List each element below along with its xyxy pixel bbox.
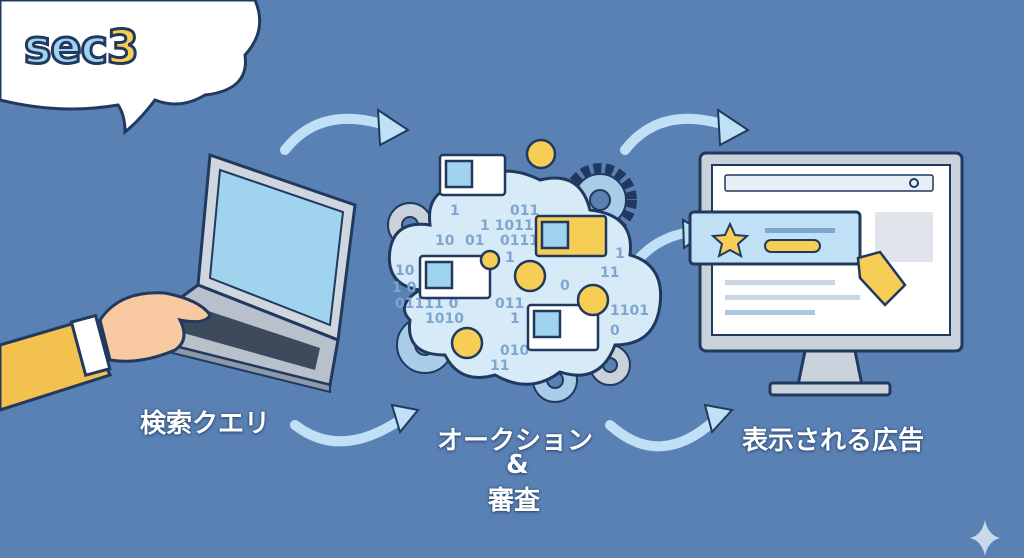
arrow-icon <box>620 113 730 155</box>
svg-text:1: 1 <box>505 250 515 266</box>
svg-text:1010: 1010 <box>425 311 464 327</box>
label-auction: オークション <box>437 426 594 456</box>
star-icon <box>710 221 750 258</box>
svg-text:10: 10 <box>435 233 455 249</box>
flow-arrows <box>280 113 730 452</box>
label-search-query: 検索クエリ <box>140 409 271 439</box>
monitor <box>688 151 964 397</box>
svg-text:1101: 1101 <box>610 303 649 319</box>
svg-text:1: 1 <box>450 203 460 219</box>
svg-text:11: 11 <box>600 265 619 281</box>
svg-text:1: 1 <box>510 311 520 327</box>
label-ampersand: & <box>506 450 529 480</box>
arrow-icon <box>280 113 390 155</box>
svg-text:0111: 0111 <box>500 233 539 249</box>
svg-text:11: 11 <box>490 358 509 374</box>
svg-text:01111 0: 01111 0 <box>395 296 459 312</box>
hand <box>0 291 212 412</box>
svg-text:10: 10 <box>395 263 415 279</box>
svg-text:010: 010 <box>500 343 529 359</box>
svg-text:011: 011 <box>510 203 539 219</box>
svg-text:1 1011: 1 1011 <box>480 218 534 234</box>
svg-text:1: 1 <box>615 246 625 262</box>
logo-speech-bubble <box>0 0 262 136</box>
logo: sec3 <box>23 19 141 76</box>
coin-icons <box>450 138 610 360</box>
price-tag-icon <box>856 250 907 307</box>
svg-text:1 0: 1 0 <box>392 280 417 296</box>
label-review: 審査 <box>488 486 541 516</box>
arrow-icon <box>290 415 405 447</box>
label-displayed-ad: 表示される広告 <box>742 426 925 456</box>
svg-text:0: 0 <box>610 323 620 339</box>
svg-text:01: 01 <box>465 233 484 249</box>
svg-text:011: 011 <box>495 296 524 312</box>
ad-cards <box>418 153 608 352</box>
sparkle-icon <box>970 520 1000 556</box>
arrow-icon <box>605 415 720 452</box>
svg-text:0: 0 <box>560 278 570 294</box>
